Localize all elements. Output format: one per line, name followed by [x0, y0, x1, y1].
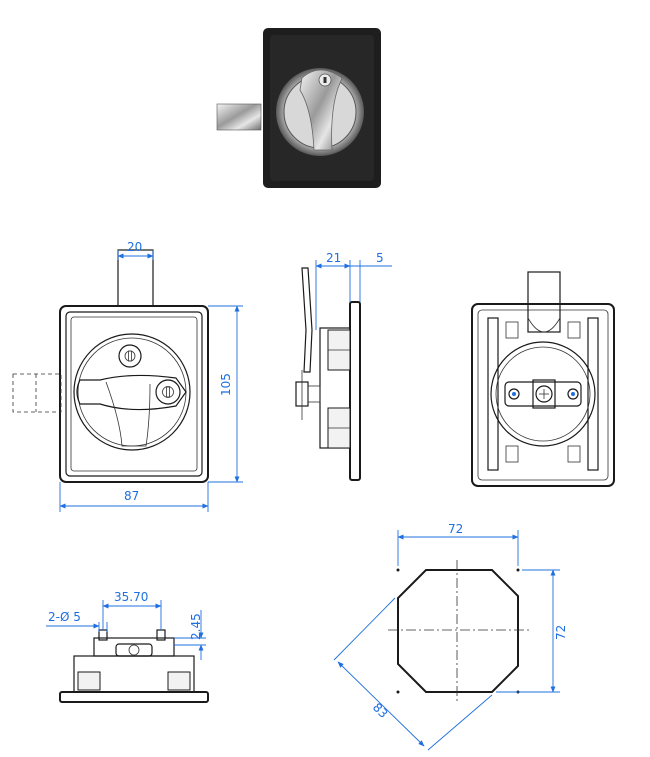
dim-bottom-offset: 2.45 [189, 613, 203, 640]
dim-front-top-width: 20 [127, 240, 142, 254]
dim-front-width: 87 [124, 489, 139, 503]
dim-cutout-height: 72 [554, 625, 568, 640]
dim-cutout-width: 72 [448, 522, 463, 536]
rear-view [471, 271, 615, 487]
dim-side-depth: 21 [326, 251, 341, 265]
dim-bottom-hole-spacing: 35.70 [114, 590, 148, 604]
panel-cutout: 72 72 83 [333, 522, 568, 751]
product-photo [216, 28, 381, 188]
side-view: 21 5 [295, 251, 392, 481]
dim-cutout-diagonal: 83 [370, 700, 391, 721]
front-view: 20 105 87 [12, 240, 243, 512]
dim-front-height: 105 [219, 373, 233, 396]
dim-side-flange: 5 [376, 251, 384, 265]
bottom-view: 35.70 2-Ø 5 2.45 [46, 590, 209, 703]
dim-bottom-holes: 2-Ø 5 [48, 610, 81, 624]
